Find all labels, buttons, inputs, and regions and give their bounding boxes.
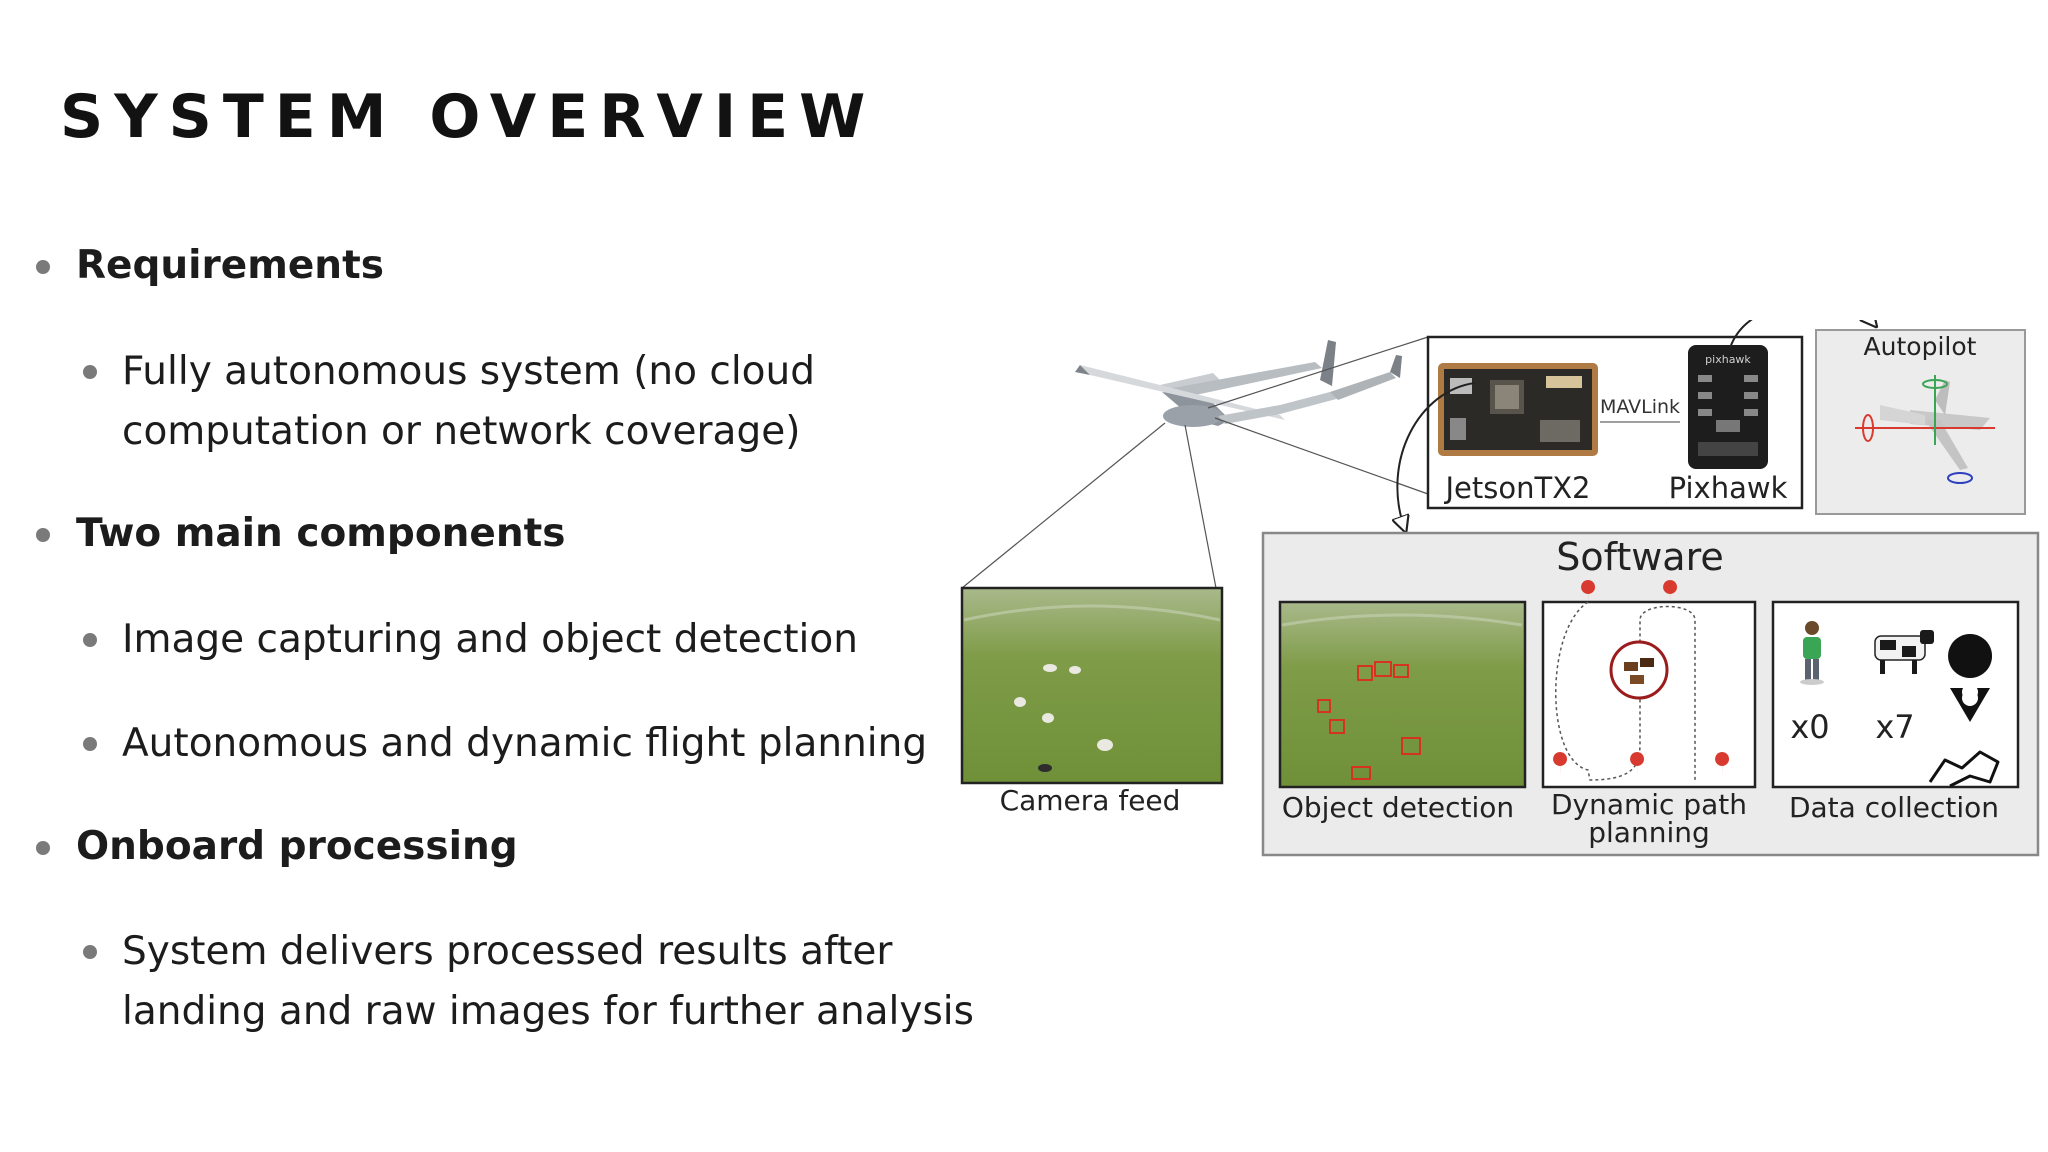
data-collection-panel: x0 x7 [1771,600,2020,789]
dynamic-path-label-line1: Dynamic path [1551,788,1747,821]
cow-count: x7 [1875,708,1914,746]
autopilot-plane-icon [1855,375,1995,484]
bullet-requirements-detail-line2: computation or network coverage) [122,409,801,454]
hardware-box: MAVLink pixhawk JetsonTX2 Pixhawk [1426,335,1804,510]
person-count: x0 [1790,708,1829,746]
cow-cluster-marker [1609,640,1669,700]
bullet-component-1: Image capturing and object detection [122,617,858,662]
system-diagram: Camera feed MAVLink pixhawk [960,320,2040,857]
pixhawk-image: pixhawk [1688,345,1768,469]
bullet-dot [36,260,50,274]
object-detection-label: Object detection [1282,791,1514,824]
pixhawk-label: Pixhawk [1669,471,1788,505]
bullet-onboard: Onboard processing [76,824,518,869]
bullet-dot [83,365,97,379]
bullet-dot [36,841,50,855]
jetson-label: JetsonTX2 [1443,471,1590,505]
arrow-pixhawk-to-autopilot [1729,320,1875,349]
mavlink-label: MAVLink [1600,396,1680,418]
bullet-requirements-detail-line1: Fully autonomous system (no cloud [122,349,815,394]
jetson-board-image [1438,363,1598,456]
bullet-dot [83,945,97,959]
projection-lines [961,336,1429,589]
bullet-requirements: Requirements [76,243,384,288]
bullet-dot [83,633,97,647]
dynamic-path-label-line2: planning [1588,816,1710,849]
sheep-icon [1014,664,1113,772]
pixhawk-board-text: pixhawk [1705,353,1751,366]
camera-feed-label: Camera feed [1000,784,1181,817]
detection-box [1317,661,1421,780]
software-label: Software [1556,535,1724,579]
map-pin-icon [1553,580,1730,778]
slide-title: SYSTEM OVERVIEW [60,82,877,152]
data-collection-label: Data collection [1789,791,1999,824]
bullet-onboard-line2: landing and raw images for further analy… [122,989,974,1034]
autopilot-panel: Autopilot [1815,329,2026,515]
bullet-dot [83,737,97,751]
bullet-onboard-line1: System delivers processed results after [122,929,893,974]
location-map-icon [1928,634,2000,788]
bullet-components: Two main components [76,511,566,556]
object-detection-panel [1278,600,1527,789]
person-icon [1800,621,1824,685]
bullet-dot [36,528,50,542]
autopilot-label: Autopilot [1864,332,1977,361]
drone-image [1075,340,1402,427]
arrow-jetson-to-software [1397,382,1476,530]
camera-feed-panel: Camera feed [960,586,1224,817]
software-panel: Software Object detection [1261,531,2040,857]
cow-icon [1874,630,1934,674]
bullet-component-2: Autonomous and dynamic flight planning [122,721,928,766]
